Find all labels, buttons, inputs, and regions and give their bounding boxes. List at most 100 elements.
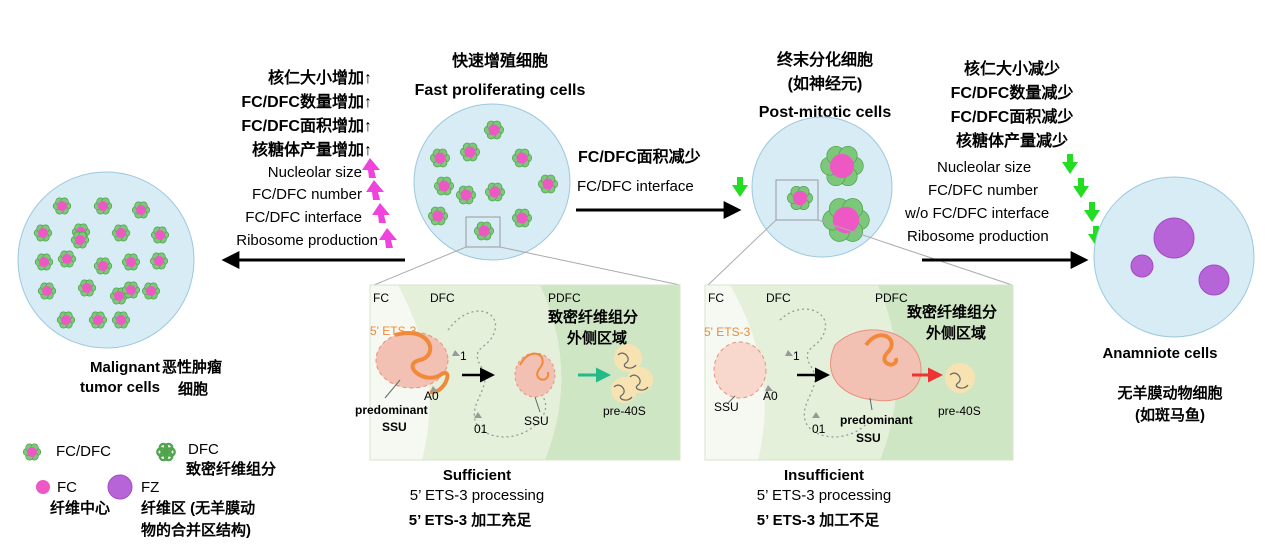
fcdfc-unit [433, 176, 455, 196]
pre40s-label: pre-40S [603, 404, 646, 418]
increase-en-4: Ribosome production [236, 232, 378, 249]
ets-label: 5' ETS-3 [370, 324, 417, 338]
fcdfc-unit [484, 182, 506, 202]
legend-fz-cn-2: 物的合并区结构) [141, 521, 251, 539]
increase-en-2: FC/DFC number [252, 186, 362, 203]
sufficient-caption-2: 5’ ETS-3 processing [410, 487, 545, 504]
pre40s-label: pre-40S [938, 404, 981, 418]
dfc-legend-icon [156, 442, 176, 462]
fcdfc-unit [93, 257, 113, 275]
fcdfc-unit [121, 253, 141, 271]
fast-cell-cn: 快速增殖细胞 [452, 51, 548, 70]
fcdfc-unit [473, 221, 495, 241]
fcdfc-unit [455, 185, 477, 205]
fcdfc-unit [459, 142, 481, 162]
zoom-box-right [775, 179, 819, 221]
sufficient-caption-3: 5’ ETS-3 加工充足 [409, 511, 533, 529]
down-arrow-icon [732, 177, 748, 197]
region-dfc: DFC [766, 291, 791, 305]
fcdfc-legend-icon [22, 443, 42, 461]
panel-insufficient: FC DFC PDFC 致密纤维组分 外侧区域 5' ETS-3 1 SSU A… [704, 284, 1014, 461]
rrna-chain [447, 310, 547, 438]
ets-label: 5' ETS-3 [704, 325, 751, 339]
post-cell-cn-1: 终末分化细胞 [777, 50, 873, 69]
decrease-en-4: Ribosome production [907, 228, 1049, 245]
increase-cn-4: 核糖体产量增加↑ [252, 140, 372, 159]
zoom-line [373, 246, 467, 286]
fz-blob [1153, 217, 1195, 259]
fast-cell [413, 103, 571, 261]
increase-cn-3: FC/DFC面积增加↑ [241, 116, 372, 135]
up-arrow-icon [362, 158, 397, 248]
fcdfc-unit [537, 174, 559, 194]
fast-cell-nucleoli [427, 120, 559, 241]
zoom-line [817, 219, 1013, 286]
post-cell [751, 116, 893, 258]
ssu-blob-large [830, 329, 922, 402]
fcdfc-unit [427, 206, 449, 226]
fcdfc-unit [56, 311, 76, 329]
fcdfc-unit [88, 311, 108, 329]
ets-blob [713, 341, 767, 399]
insufficient-caption-3: 5’ ETS-3 加工不足 [757, 512, 881, 529]
decrease-en-1: Nucleolar size [937, 159, 1031, 176]
ssu-label: SSU [714, 400, 739, 414]
rrna-chain [779, 308, 871, 438]
fcdfc-unit [131, 201, 151, 219]
pdfc-cn-1: 致密纤维组分 [907, 303, 997, 321]
malignant-cn-1: 恶性肿瘤 [162, 358, 222, 376]
site-01: 01 [812, 422, 826, 436]
legend: FC/DFC DFC 致密纤维组分 FC 纤维中心 FZ 纤维区 (无羊膜动 物… [22, 441, 276, 539]
fz-blob [1198, 264, 1230, 296]
pdfc-cn-1: 致密纤维组分 [548, 308, 638, 326]
region-pdfc: PDFC [548, 291, 581, 305]
region-fc: FC [708, 291, 724, 305]
increase-cn-1: 核仁大小增加↑ [268, 68, 372, 87]
middle-arrow-cn: FC/DFC面积减少 [578, 147, 701, 166]
region-pdfc: PDFC [875, 291, 908, 305]
pdfc-cn-2: 外侧区域 [925, 324, 986, 342]
legend-dfc-cn: 致密纤维组分 [186, 460, 276, 478]
fcdfc-unit [93, 197, 113, 215]
decrease-block: 核仁大小减少 FC/DFC数量减少 FC/DFC面积减少 核糖体产量减少 Nuc… [904, 59, 1104, 246]
fast-cell-en: Fast proliferating cells [415, 82, 586, 99]
ets-blob [375, 331, 449, 389]
legend-fz-cn-1: 纤维区 (无羊膜动 [141, 499, 255, 517]
site-1: 1 [793, 349, 800, 363]
decrease-en-3: w/o FC/DFC interface [904, 205, 1049, 222]
panel-sufficient: FC DFC PDFC 致密纤维组分 外侧区域 5' ETS-3 1 A0 01… [355, 284, 681, 461]
zoom-box-left [465, 216, 501, 248]
fcdfc-unit [150, 226, 170, 244]
legend-fc: FC [57, 479, 77, 496]
fcdfc-unit [149, 252, 169, 270]
ssu-bold-label: SSU [382, 420, 407, 434]
fcdfc-unit [141, 282, 161, 300]
sufficient-caption-1: Sufficient [443, 467, 511, 484]
fcdfc-unit [511, 208, 533, 228]
fcdfc-unit [511, 148, 533, 168]
post-cell-cn-2: (如神经元) [788, 74, 863, 93]
increase-en-3: FC/DFC interface [245, 209, 362, 226]
zoom-line [707, 219, 777, 286]
insufficient-caption-1: Insufficient [784, 467, 864, 484]
increase-block: 核仁大小增加↑ FC/DFC数量增加↑ FC/DFC面积增加↑ 核糖体产量增加↑… [236, 68, 397, 249]
fcdfc-unit [77, 279, 97, 297]
legend-dfc: DFC [188, 441, 219, 458]
anamniote-cn-2: (如斑马鱼) [1135, 406, 1205, 424]
fcdfc-unit [820, 145, 864, 187]
down-arrow-icon [1062, 154, 1104, 246]
fcdfc-unit [111, 311, 131, 329]
site-a0: A0 [424, 389, 439, 403]
fz-legend-icon [107, 474, 133, 500]
post-cell-en: Post-mitotic cells [759, 104, 892, 121]
predominant-label: predominant [840, 413, 913, 427]
insufficient-caption-2: 5’ ETS-3 processing [757, 487, 892, 504]
anamniote-cn-1: 无羊膜动物细胞 [1116, 384, 1222, 402]
decrease-cn-4: 核糖体产量减少 [956, 131, 1068, 150]
middle-arrow-en: FC/DFC interface [577, 178, 694, 195]
ssu-bold-label: SSU [856, 431, 881, 445]
legend-fcdfc: FC/DFC [56, 443, 111, 460]
fcdfc-unit [22, 443, 42, 461]
post-cell-nucleoli [787, 145, 870, 242]
